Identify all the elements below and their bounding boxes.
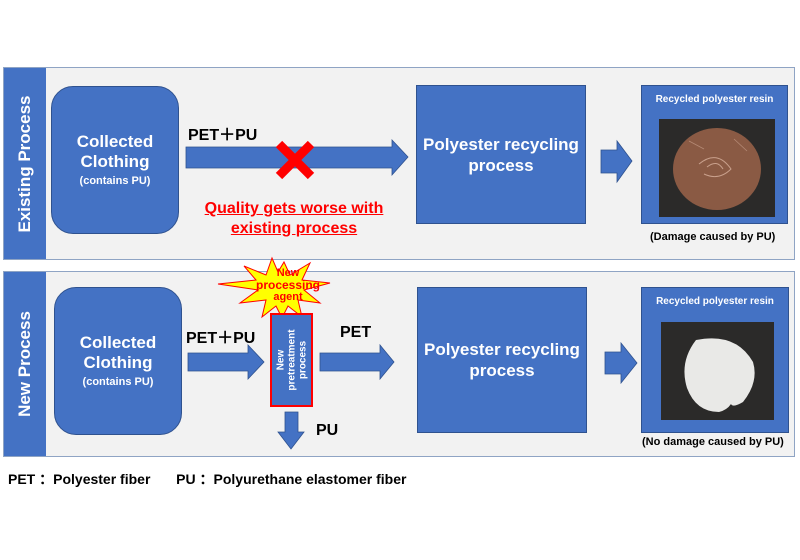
new-pretreatment-box: New pretreatment process <box>270 313 313 407</box>
new-agent-burst-label: New processing agent <box>248 267 328 303</box>
collected-label: Collected <box>79 333 157 352</box>
recycling-title: Polyester recycling <box>423 134 579 154</box>
contains-pu-label: (contains PU) <box>82 376 154 388</box>
legend: PET ：Polyester fiber PU ：Polyurethane el… <box>8 469 406 489</box>
existing-collected-clothing-box: Collected Clothing (contains PU) <box>51 86 179 234</box>
clean-resin-photo <box>661 322 774 420</box>
clothing-label: Clothing <box>83 353 153 372</box>
damaged-resin-disc <box>673 128 761 210</box>
quality-warning: Quality gets worse with existing process <box>196 199 392 239</box>
collected-label: Collected <box>76 132 154 151</box>
recycling-subtitle: process <box>469 361 535 380</box>
existing-flow-label: PET＋PU <box>188 127 258 144</box>
new-agent-burst-icon <box>217 256 331 320</box>
no-damage-caption: (No damage caused by PU) <box>642 436 784 448</box>
legend-pet-abbr: PET <box>8 471 36 487</box>
result-title: Recycled polyester resin <box>655 94 774 105</box>
damaged-resin-photo <box>659 119 775 217</box>
pretreatment-line-3: process <box>297 340 308 380</box>
new-output-arrow <box>319 343 395 381</box>
new-polyester-recycling-box: Polyester recycling process <box>417 287 587 433</box>
new-flow-in-label: PET＋PU <box>186 330 256 347</box>
new-result-box: Recycled polyester resin <box>641 287 789 433</box>
recycling-subtitle: process <box>468 155 534 175</box>
result-title: Recycled polyester resin <box>656 296 774 307</box>
new-flow-out-label: PET <box>340 324 372 341</box>
pu-removed-label: PU <box>316 422 339 439</box>
burst-line-2: processing <box>255 278 321 292</box>
legend-pet-def: ：Polyester fiber <box>39 471 151 487</box>
legend-pu-abbr: PU <box>176 471 196 487</box>
blocked-x-icon <box>275 140 315 180</box>
existing-result-box: Recycled polyester resin <box>641 85 788 224</box>
clothing-label: Clothing <box>80 152 150 171</box>
pu-removed-arrow <box>277 411 305 450</box>
new-result-arrow <box>604 341 638 385</box>
existing-process-side-label: Existing Process <box>4 68 46 259</box>
pretreatment-line-1: New <box>275 349 286 371</box>
new-collected-clothing-box: Collected Clothing (contains PU) <box>54 287 182 435</box>
contains-pu-label: (contains PU) <box>79 175 151 187</box>
damage-caption: (Damage caused by PU) <box>650 231 776 243</box>
warning-line-2: existing process <box>230 220 358 237</box>
recycling-title: Polyester recycling <box>424 340 580 359</box>
burst-line-3: agent <box>273 291 303 303</box>
clean-resin-disc <box>684 338 755 412</box>
new-process-side-label: New Process <box>4 272 46 456</box>
burst-line-1: New <box>276 267 300 279</box>
existing-polyester-recycling-box: Polyester recycling process <box>416 85 586 224</box>
pretreatment-line-2: pretreatment <box>286 329 297 391</box>
legend-pu-def: ：Polyurethane elastomer fiber <box>199 471 407 487</box>
existing-result-arrow <box>600 139 633 184</box>
new-input-arrow <box>187 343 265 381</box>
pretreatment-label: New pretreatment process <box>275 329 308 390</box>
warning-line-1: Quality gets worse with <box>204 200 384 217</box>
